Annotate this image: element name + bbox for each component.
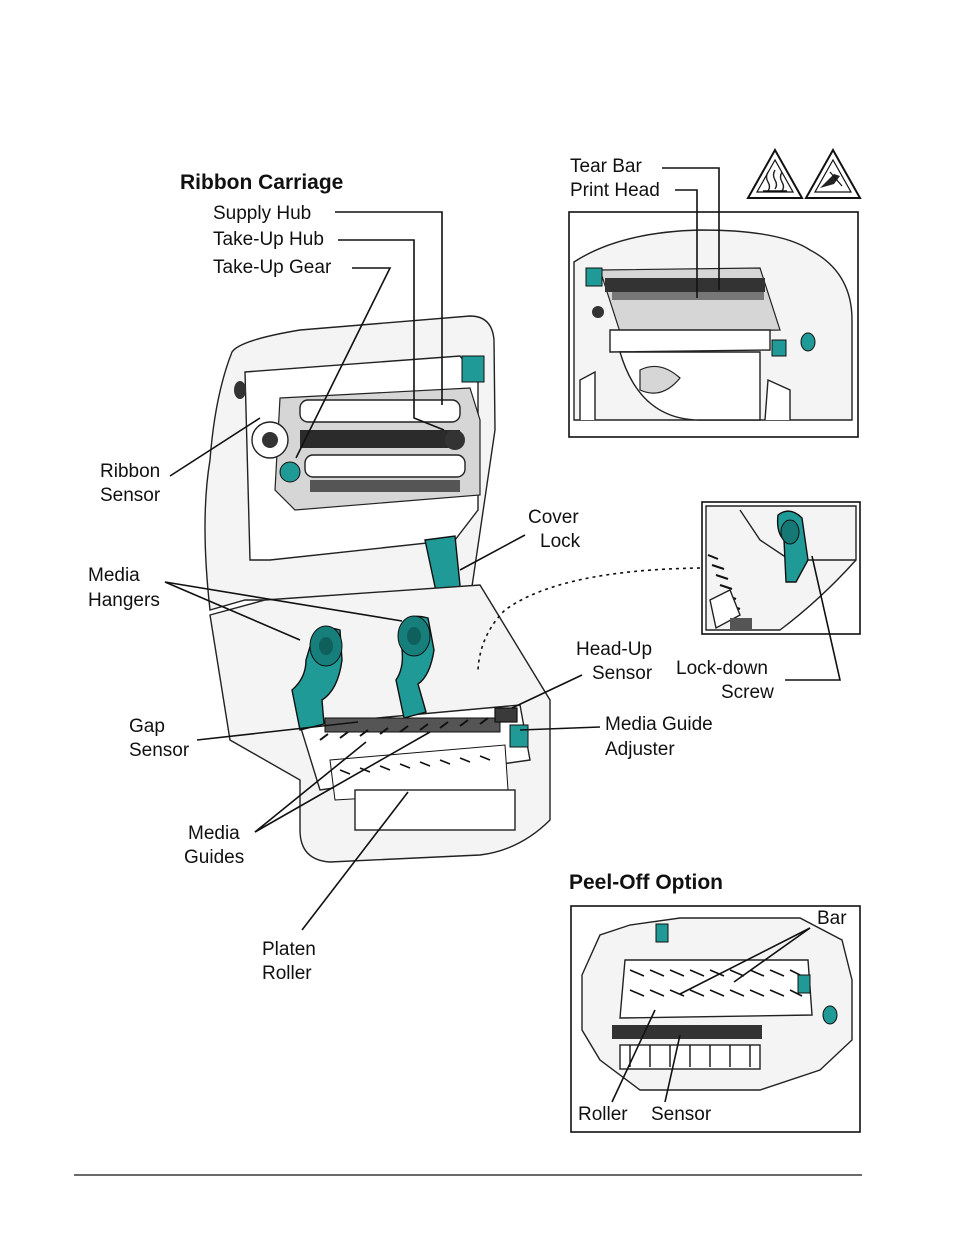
take-up-hub-label: Take-Up Hub [213,228,324,252]
electrostatic-warning-icon [806,150,860,198]
media-guide-adjuster-label-line1: Media Guide [605,713,713,737]
peel-bar-label: Bar [817,907,847,931]
printer-main-body [205,316,550,862]
peel-off-option-heading: Peel-Off Option [569,871,723,895]
ribbon-carriage-heading: Ribbon Carriage [180,171,343,195]
take-up-gear-label: Take-Up Gear [213,256,331,280]
head-up-sensor-label-line2: Sensor [592,662,652,686]
lock-down-screw-label-line2: Screw [721,681,774,705]
cover-lock-label-line1: Cover [528,506,579,530]
gap-sensor-label-line2: Sensor [129,739,189,763]
gap-sensor-label-line1: Gap [129,715,165,739]
media-guides-label-line1: Media [188,822,240,846]
media-hangers-label-line2: Hangers [88,589,160,613]
tear-bar-label: Tear Bar [570,155,642,179]
platen-roller-label-line1: Platen [262,938,316,962]
ribbon-sensor-label-line2: Sensor [100,484,160,508]
media-guides-label-line2: Guides [184,846,244,870]
media-guide-adjuster-label-line2: Adjuster [605,738,675,762]
cover-lock-label-line2: Lock [540,530,580,554]
supply-hub-label: Supply Hub [213,202,311,226]
lock-down-screw-label-line1: Lock-down [676,657,768,681]
media-hangers-label-line1: Media [88,564,140,588]
ribbon-sensor-label-line1: Ribbon [100,460,160,484]
print-head-inset [569,212,858,437]
hot-surface-warning-icon [748,150,802,198]
peel-sensor-label: Sensor [651,1103,711,1127]
lock-down-inset [702,502,860,634]
print-head-label: Print Head [570,179,660,203]
platen-roller-label-line2: Roller [262,962,312,986]
peel-roller-label: Roller [578,1103,628,1127]
head-up-sensor-label-line1: Head-Up [576,638,652,662]
